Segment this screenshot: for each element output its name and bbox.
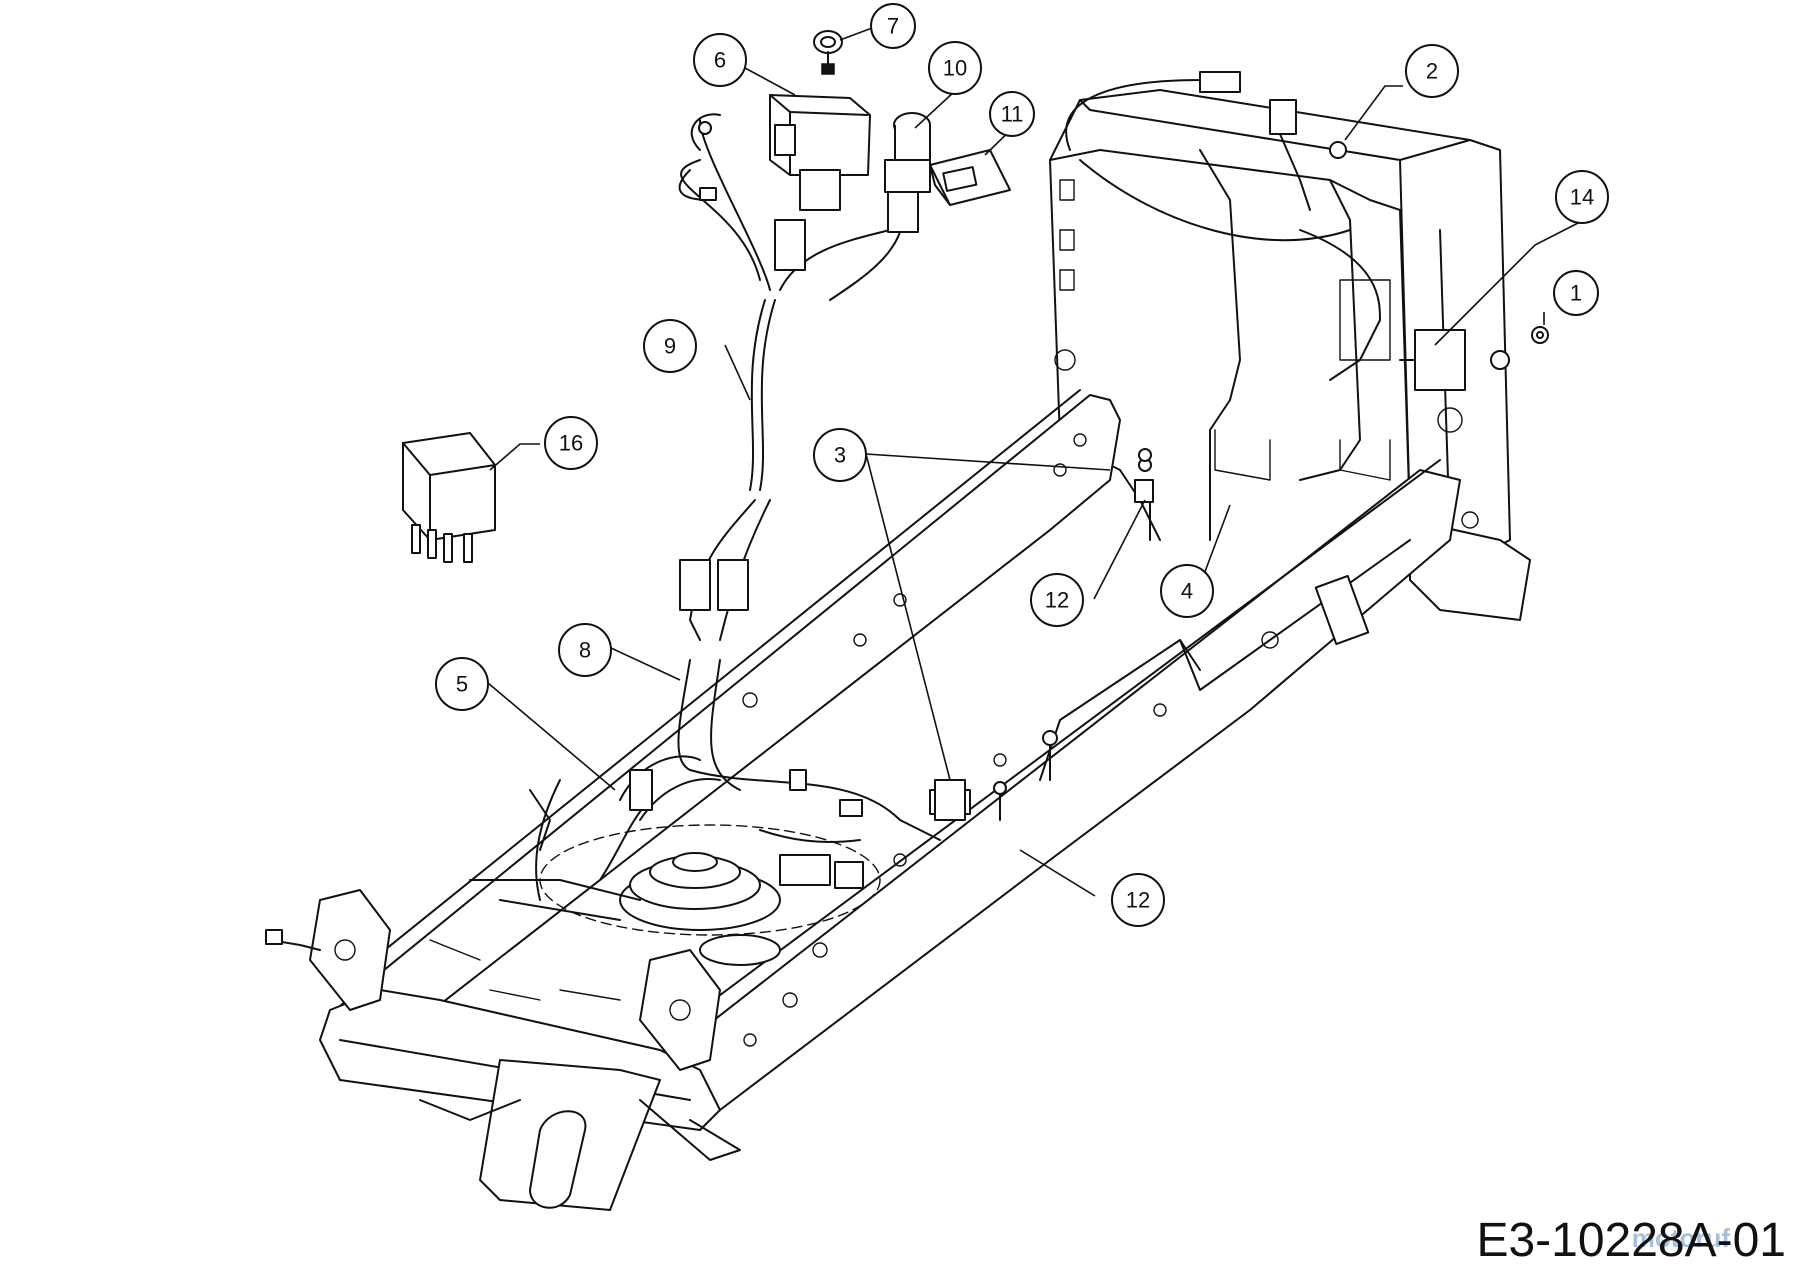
callout-12a: 12	[1030, 573, 1084, 627]
front-brackets	[265, 789, 721, 1071]
callout-16: 16	[544, 416, 598, 470]
deck-pulley	[499, 824, 881, 966]
callout-3: 3	[813, 428, 867, 482]
svg-text:8: 8	[579, 638, 591, 663]
svg-text:5: 5	[456, 672, 468, 697]
relay	[402, 432, 496, 563]
plug-connector	[829, 112, 931, 301]
watermark: motoruf	[1631, 1223, 1730, 1253]
toggle-switch	[929, 149, 1011, 206]
callout-6: 6	[693, 33, 747, 87]
callout-5: 5	[435, 657, 489, 711]
leader-lines	[487, 27, 1581, 897]
svg-text:4: 4	[1181, 579, 1193, 604]
small-fasteners	[1138, 141, 1549, 541]
svg-text:10: 10	[943, 56, 967, 81]
callout-10: 10	[928, 41, 982, 95]
svg-text:1: 1	[1570, 281, 1582, 306]
callout-12b: 12	[1111, 873, 1165, 927]
callout-1: 1	[1553, 270, 1599, 316]
callout-9: 9	[643, 319, 697, 373]
svg-text:12: 12	[1045, 588, 1069, 613]
callout-11: 11	[989, 91, 1035, 137]
svg-text:6: 6	[714, 48, 726, 73]
callout-2: 2	[1405, 44, 1459, 98]
svg-text:14: 14	[1570, 185, 1594, 210]
callout-8: 8	[558, 623, 612, 677]
svg-text:9: 9	[664, 334, 676, 359]
ignition-key	[813, 30, 843, 75]
svg-text:11: 11	[1001, 102, 1024, 127]
callout-7: 7	[870, 3, 916, 49]
svg-text:3: 3	[834, 443, 846, 468]
svg-text:7: 7	[887, 14, 899, 39]
drawing-code: E3-10228A-01	[1476, 1214, 1786, 1267]
switches-12	[934, 448, 1154, 821]
ignition-switch	[769, 94, 871, 211]
svg-text:2: 2	[1426, 59, 1438, 84]
callout-4: 4	[1160, 564, 1214, 618]
main-chassis	[319, 389, 1461, 1211]
svg-text:16: 16	[559, 431, 583, 456]
svg-text:12: 12	[1126, 888, 1150, 913]
callout-14: 14	[1555, 170, 1609, 224]
